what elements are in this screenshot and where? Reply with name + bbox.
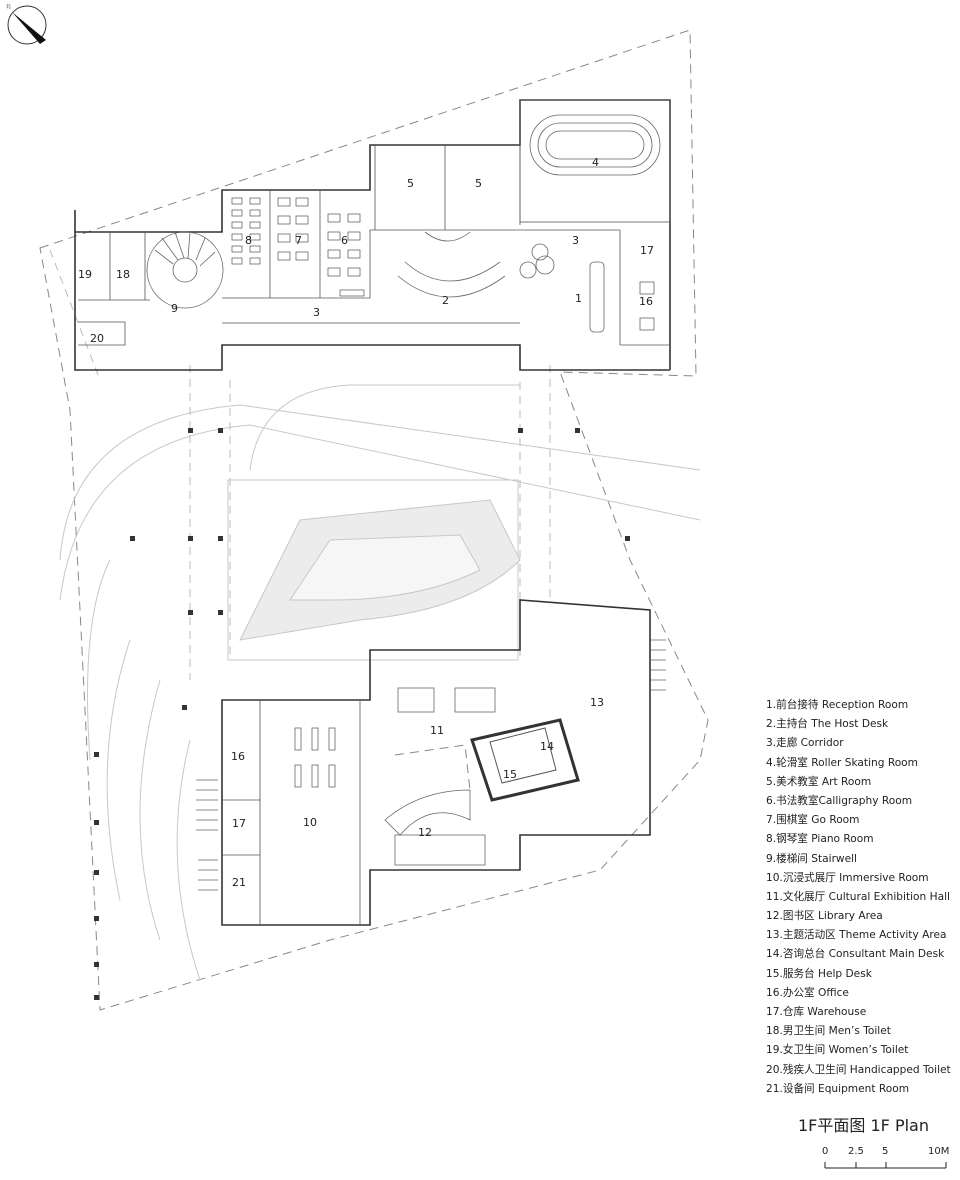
legend-item-8: 8.钢琴室 Piano Room: [766, 833, 874, 846]
room-number-3b: 3: [572, 234, 579, 247]
north-building: [74, 99, 671, 371]
legend-item-2: 2.主持台 The Host Desk: [766, 718, 889, 731]
room-number-4: 4: [592, 156, 599, 169]
room-number-16b: 16: [231, 750, 245, 763]
room-number-5a: 5: [407, 177, 414, 190]
legend-item-20: 20.残疾人卫生间 Handicapped Toilet: [766, 1063, 951, 1076]
immersive-seats: [294, 727, 336, 788]
legend-item-19: 19.女卫生间 Women’s Toilet: [766, 1044, 909, 1057]
room-number-5b: 5: [475, 177, 482, 190]
legend-item-6: 6.书法教室Calligraphy Room: [766, 794, 913, 807]
room-numbers: 1 2 3 3 4 5 5 6 7 8 9 10 11 12 13 14 15 …: [78, 156, 654, 889]
room-number-17b: 17: [232, 817, 246, 830]
spiral-stair: [146, 231, 224, 309]
legend-item-3: 3.走廊 Corridor: [766, 737, 844, 750]
room-number-19: 19: [78, 268, 92, 281]
room-number-17a: 17: [640, 244, 654, 257]
room-number-11: 11: [430, 724, 444, 737]
legend-item-4: 4.轮滑室 Roller Skating Room: [766, 756, 918, 769]
scale-label-10m: 10M: [928, 1146, 950, 1157]
legend-item-18: 18.男卫生间 Men’s Toilet: [766, 1025, 891, 1038]
legend-item-14: 14.咨询总台 Consultant Main Desk: [766, 948, 945, 961]
room-number-16a: 16: [639, 295, 653, 308]
host-desk-seating: [397, 231, 605, 333]
room-number-1: 1: [575, 292, 582, 305]
plan-title: 1F平面图 1F Plan: [798, 1116, 929, 1135]
legend-item-16: 16.办公室 Office: [766, 986, 849, 999]
legend-item-1: 1.前台接待 Reception Room: [766, 699, 909, 711]
column-grid: [94, 428, 630, 1000]
room-number-2: 2: [442, 294, 449, 307]
room-number-18: 18: [116, 268, 130, 281]
legend-item-21: 21.设备间 Equipment Room: [766, 1082, 910, 1095]
room-number-6: 6: [341, 234, 348, 247]
room-number-3a: 3: [313, 306, 320, 319]
legend-item-15: 15.服务台 Help Desk: [766, 967, 872, 980]
site-boundary: [39, 29, 709, 1011]
legend-item-13: 13.主题活动区 Theme Activity Area: [766, 929, 947, 942]
legend-item-5: 5.美术教室 Art Room: [766, 775, 872, 788]
legend-item-12: 12.图书区 Library Area: [766, 910, 883, 923]
scale-bar: 0 2.5 5 10M: [816, 1146, 956, 1176]
scale-label-5: 5: [882, 1146, 889, 1157]
room-number-8: 8: [245, 234, 252, 247]
legend-item-17: 17.仓库 Warehouse: [766, 1006, 867, 1018]
scale-label-0: 0: [822, 1146, 829, 1157]
room-number-7: 7: [295, 234, 302, 247]
room-number-9: 9: [171, 302, 178, 315]
room-number-20: 20: [90, 332, 104, 345]
legend-item-10: 10.沉浸式展厅 Immersive Room: [766, 871, 929, 884]
north-label: 北: [6, 3, 11, 10]
scale-bar-line: [824, 1162, 947, 1169]
room-number-10: 10: [303, 816, 317, 829]
legend-item-7: 7.围棋室 Go Room: [766, 814, 860, 827]
room-number-12: 12: [418, 826, 432, 839]
room-number-21: 21: [232, 876, 246, 889]
scale-label-2-5: 2.5: [848, 1146, 864, 1157]
plaza-lines: [59, 365, 701, 981]
north-arrow-icon: 北: [6, 3, 47, 45]
legend: 1.前台接待 Reception Room 2.主持台 The Host Des…: [766, 696, 960, 1099]
legend-item-11: 11.文化展厅 Cultural Exhibition Hall: [766, 890, 950, 903]
room-number-15: 15: [503, 768, 517, 781]
room-number-13: 13: [590, 696, 604, 709]
desk-grid: [231, 197, 365, 297]
legend-item-9: 9.楼梯间 Stairwell: [766, 852, 857, 865]
south-building: [196, 599, 666, 926]
room-number-14: 14: [540, 740, 554, 753]
